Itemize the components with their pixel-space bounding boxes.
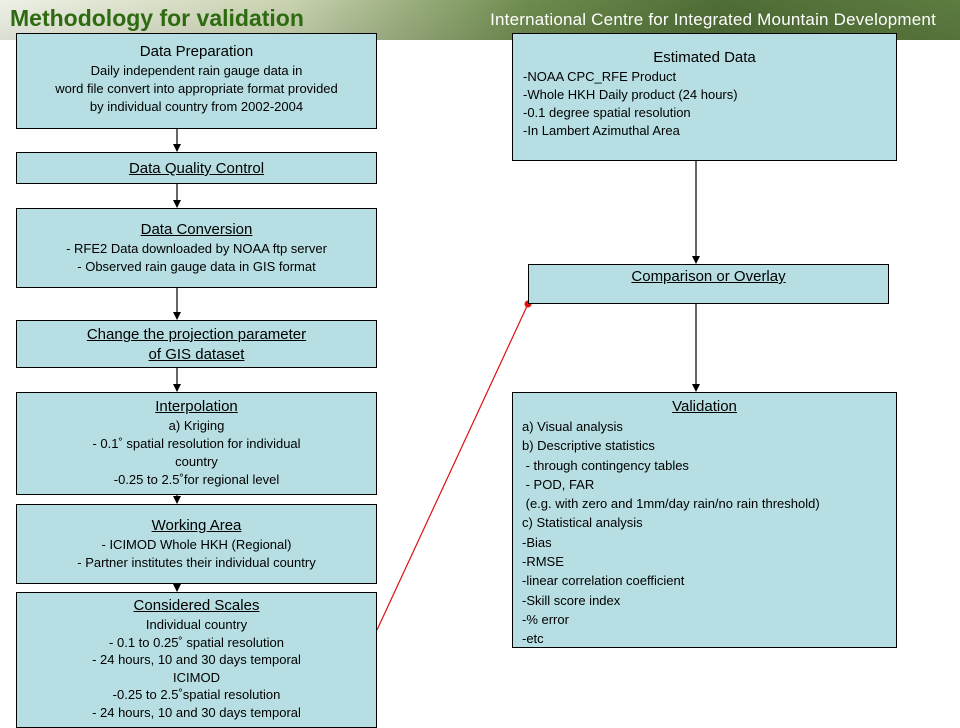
interpolation-title: Interpolation bbox=[155, 398, 238, 415]
estimated-data-title: Estimated Data bbox=[653, 49, 756, 66]
estimated-data-line: -Whole HKH Daily product (24 hours) bbox=[523, 87, 738, 102]
considered-scales-line: - 24 hours, 10 and 30 days temporal bbox=[92, 652, 301, 667]
validation-line: -Bias bbox=[522, 534, 552, 550]
data-conversion-box: Data Conversion - RFE2 Data downloaded b… bbox=[16, 208, 377, 288]
slide-title: Methodology for validation bbox=[10, 5, 304, 31]
considered-scales-line: - 0.1 to 0.25˚ spatial resolution bbox=[109, 634, 284, 650]
change-projection-title: Change the projection parameter bbox=[86, 326, 307, 343]
interpolation-line: - 0.1˚ spatial resolution for individual bbox=[92, 436, 301, 451]
data-preparation-line: Daily independent rain gauge data in bbox=[90, 63, 303, 78]
considered-scales-title: Considered Scales bbox=[133, 597, 260, 614]
considered-scales-line: -0.25 to 2.5˚spatial resolution bbox=[112, 687, 281, 702]
data-conversion-line: - RFE2 Data downloaded by NOAA ftp serve… bbox=[66, 241, 327, 256]
considered-scales-box: Considered Scales Individual country - 0… bbox=[16, 592, 377, 728]
working-area-box: Working Area - ICIMOD Whole HKH (Regiona… bbox=[16, 504, 377, 584]
data-preparation-box: Data Preparation Daily independent rain … bbox=[16, 33, 377, 129]
estimated-data-line: -In Lambert Azimuthal Area bbox=[523, 123, 680, 138]
estimated-data-line: -NOAA CPC_RFE Product bbox=[523, 69, 677, 84]
validation-title: Validation bbox=[672, 398, 737, 415]
comparison-box: Comparison or Overlay bbox=[528, 264, 889, 304]
working-area-line: - Partner institutes their individual co… bbox=[77, 555, 316, 570]
data-conversion-title: Data Conversion bbox=[140, 221, 253, 238]
considered-scales-line: ICIMOD bbox=[173, 669, 220, 685]
working-area-title: Working Area bbox=[151, 517, 242, 534]
considered-scales-line: Individual country bbox=[145, 617, 248, 632]
validation-line: -etc bbox=[522, 631, 544, 647]
validation-line: (e.g. with zero and 1mm/day rain/no rain… bbox=[522, 496, 820, 512]
validation-line: - through contingency tables bbox=[522, 457, 689, 473]
validation-line: -RMSE bbox=[522, 554, 564, 570]
validation-box: Validation a) Visual analysis b) Descrip… bbox=[512, 392, 897, 648]
data-quality-control-title: Data Quality Control bbox=[128, 160, 265, 177]
data-conversion-line: - Observed rain gauge data in GIS format bbox=[77, 259, 316, 274]
red-connector-line bbox=[376, 303, 529, 631]
validation-line: - POD, FAR bbox=[522, 476, 595, 492]
change-projection-box: Change the projection parameter of GIS d… bbox=[16, 320, 377, 368]
data-quality-control-box: Data Quality Control bbox=[16, 152, 377, 184]
validation-line: a) Visual analysis bbox=[522, 419, 623, 434]
data-preparation-line: word file convert into appropriate forma… bbox=[55, 81, 338, 96]
working-area-line: - ICIMOD Whole HKH (Regional) bbox=[101, 537, 292, 552]
comparison-title: Comparison or Overlay bbox=[631, 268, 786, 285]
interpolation-line: a) Kriging bbox=[168, 418, 225, 433]
validation-line: -Skill score index bbox=[522, 592, 621, 608]
considered-scales-line: - 24 hours, 10 and 30 days temporal bbox=[92, 704, 301, 720]
validation-line: -linear correlation coefficient bbox=[522, 573, 685, 589]
data-preparation-title: Data Preparation bbox=[139, 43, 254, 60]
validation-line: -% error bbox=[522, 611, 569, 627]
interpolation-line: -0.25 to 2.5˚for regional level bbox=[113, 472, 280, 487]
organization-name: International Centre for Integrated Moun… bbox=[490, 10, 936, 29]
interpolation-box: Interpolation a) Kriging - 0.1˚ spatial … bbox=[16, 392, 377, 495]
validation-line: b) Descriptive statistics bbox=[522, 438, 655, 454]
data-preparation-line: by individual country from 2002-2004 bbox=[89, 99, 304, 114]
interpolation-line: country bbox=[175, 454, 218, 469]
change-projection-title: of GIS dataset bbox=[148, 346, 245, 363]
estimated-data-box: Estimated Data -NOAA CPC_RFE Product -Wh… bbox=[512, 33, 897, 161]
validation-line: c) Statistical analysis bbox=[522, 515, 643, 531]
estimated-data-line: -0.1 degree spatial resolution bbox=[523, 105, 691, 120]
